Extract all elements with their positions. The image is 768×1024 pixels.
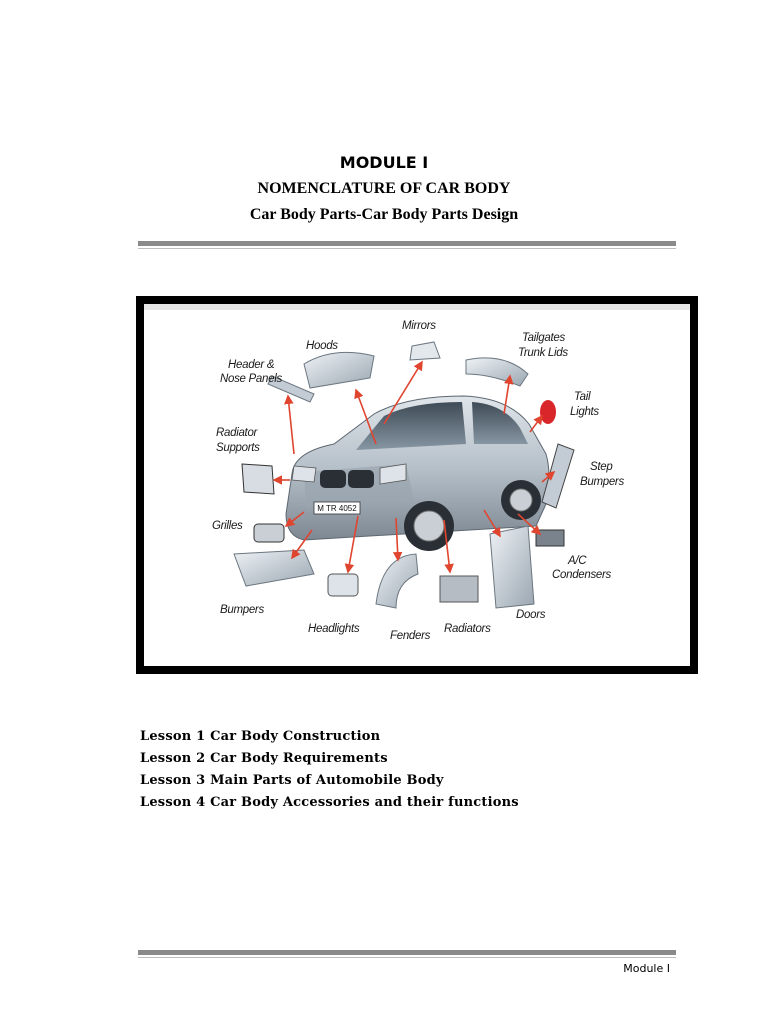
label-bumpers: Bumpers [220,604,264,616]
label-ac: A/C [567,555,587,567]
page-header: MODULE I NOMENCLATURE OF CAR BODY Car Bo… [0,150,768,228]
label-nose-panels: Nose Panels [220,373,282,385]
label-lights: Lights [570,406,599,418]
trunk-lid-part [465,357,529,387]
lesson-item: Lesson 4 Car Body Accessories and their … [140,795,519,810]
image-top-strip [144,304,690,310]
label-mirrors: Mirrors [402,320,436,332]
step-bumper-part [541,443,575,509]
label-grilles: Grilles [212,520,243,532]
tail-light-part [540,400,556,424]
module-title: MODULE I [339,153,429,172]
label-radiator: Radiator [216,427,259,439]
radiator-part [439,575,479,603]
label-tailgates: Tailgates [522,332,565,344]
door-part [489,525,535,609]
radiator-support-part [241,463,275,495]
figure-canvas: M TR 4052 [144,304,690,666]
condenser-part [535,529,565,547]
label-doors: Doors [516,609,546,621]
label-tail: Tail [574,391,591,403]
label-step: Step [590,461,613,473]
mirror-part [409,341,441,361]
label-fenders: Fenders [390,630,431,642]
module-heading: NOMENCLATURE OF CAR BODY [257,180,511,197]
label-header: Header & [228,359,275,371]
lesson-item: Lesson 3 Main Parts of Automobile Body [140,773,444,788]
label-trunk-lids: Trunk Lids [518,347,568,359]
callout-arrows [272,360,556,574]
fender-part [375,553,419,609]
label-supports: Supports [216,442,260,454]
label-headlights: Headlights [308,623,360,635]
car-parts-diagram: M TR 4052 [144,304,690,642]
label-hoods: Hoods [306,340,338,352]
car-illustration: M TR 4052 [285,395,550,551]
label-radiators: Radiators [444,623,491,635]
lesson-item: Lesson 1 Car Body Construction [140,729,381,744]
car-body-parts-figure: M TR 4052 [136,296,698,674]
footer-label: Module I [623,962,670,975]
header-panel-part [267,375,315,403]
lesson-item: Lesson 2 Car Body Requirements [140,751,388,766]
footer-rule [138,950,676,958]
label-condensers: Condensers [552,569,612,581]
hood-part [303,351,375,389]
module-subheading: Car Body Parts-Car Body Parts Design [249,206,519,223]
label-step-bumpers: Bumpers [580,476,624,488]
lesson-list: Lesson 1 Car Body Construction Lesson 2 … [140,726,519,814]
grille-part [253,523,285,543]
license-plate: M TR 4052 [317,504,357,513]
bumper-part [233,549,315,587]
headlight-part [327,573,359,597]
top-rule [138,241,676,249]
